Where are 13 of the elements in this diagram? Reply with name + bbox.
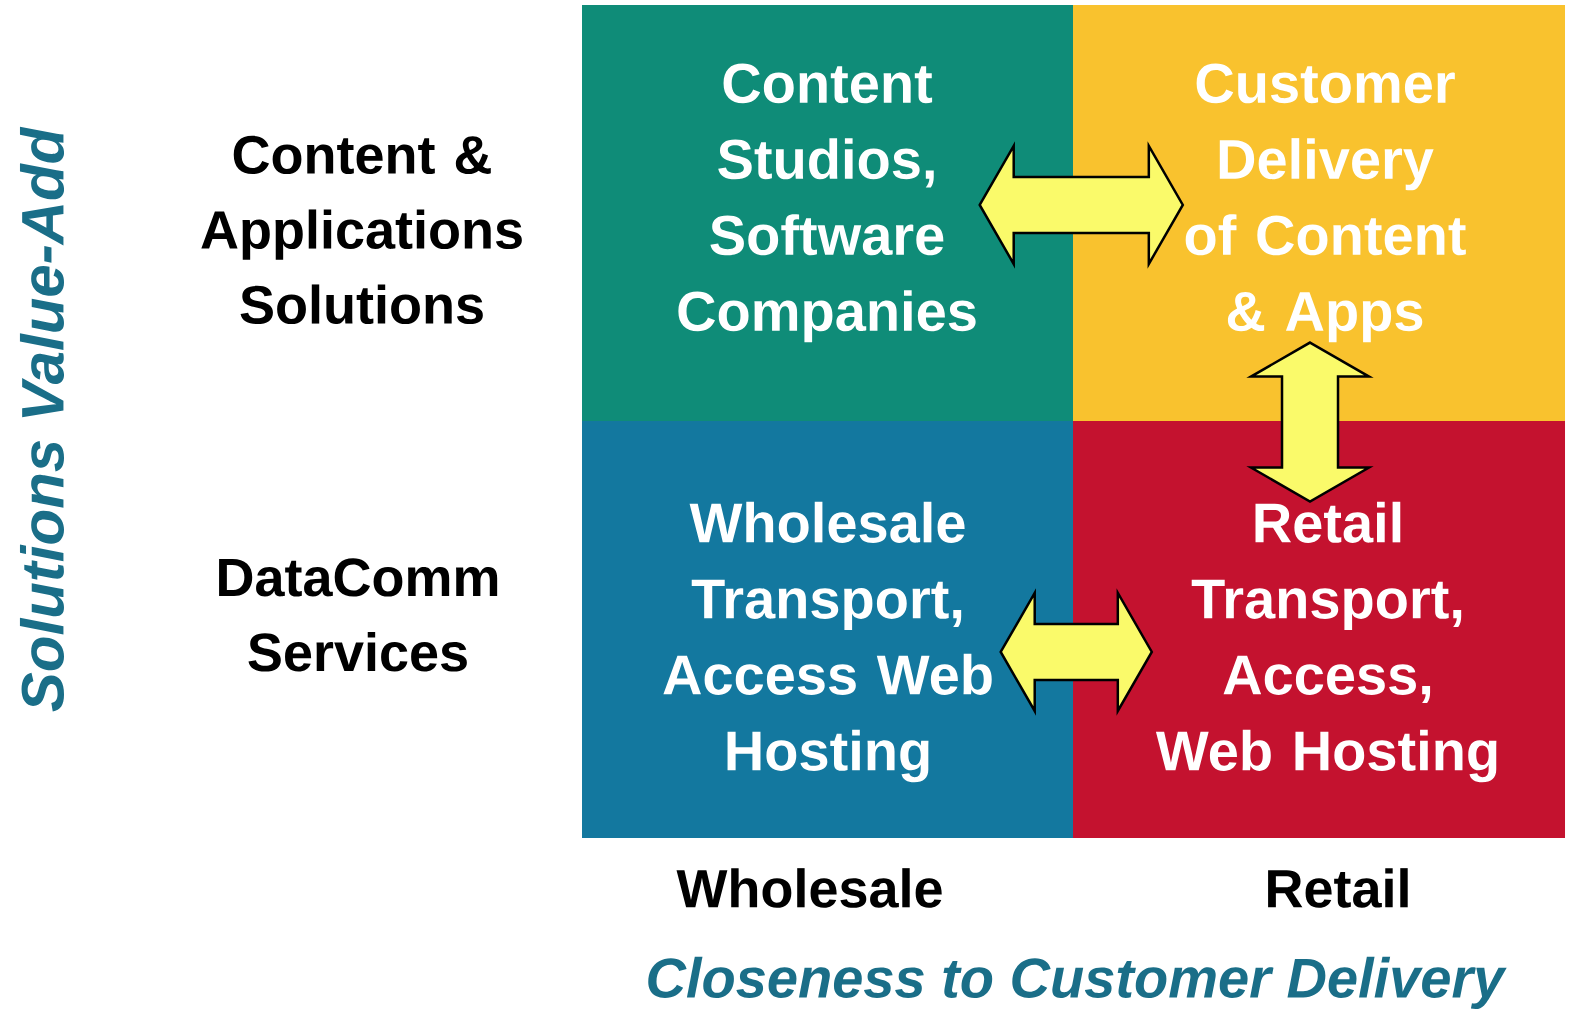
column-label: Wholesale	[676, 868, 942, 908]
quadrant-text: Content Studios, Software Companies	[678, 63, 976, 343]
row-label: Content & Applications Solutions	[201, 135, 522, 325]
quadrant-text: Retail Transport, Access, Web Hosting	[1155, 501, 1497, 783]
axis-title: Solutions Value-Add	[19, 126, 65, 712]
double-arrow	[978, 141, 1185, 269]
column-label: Retail	[1268, 868, 1408, 908]
quadrant-text: Wholesale Transport, Access Web Hosting	[663, 501, 992, 783]
row-label: DataComm Services	[219, 558, 498, 672]
axis-title: Closeness to Customer Delivery	[648, 956, 1507, 1010]
quadrant-text: Customer Delivery of Content & Apps	[1185, 63, 1466, 343]
double-arrow	[999, 588, 1154, 716]
double-arrow	[1246, 341, 1374, 503]
